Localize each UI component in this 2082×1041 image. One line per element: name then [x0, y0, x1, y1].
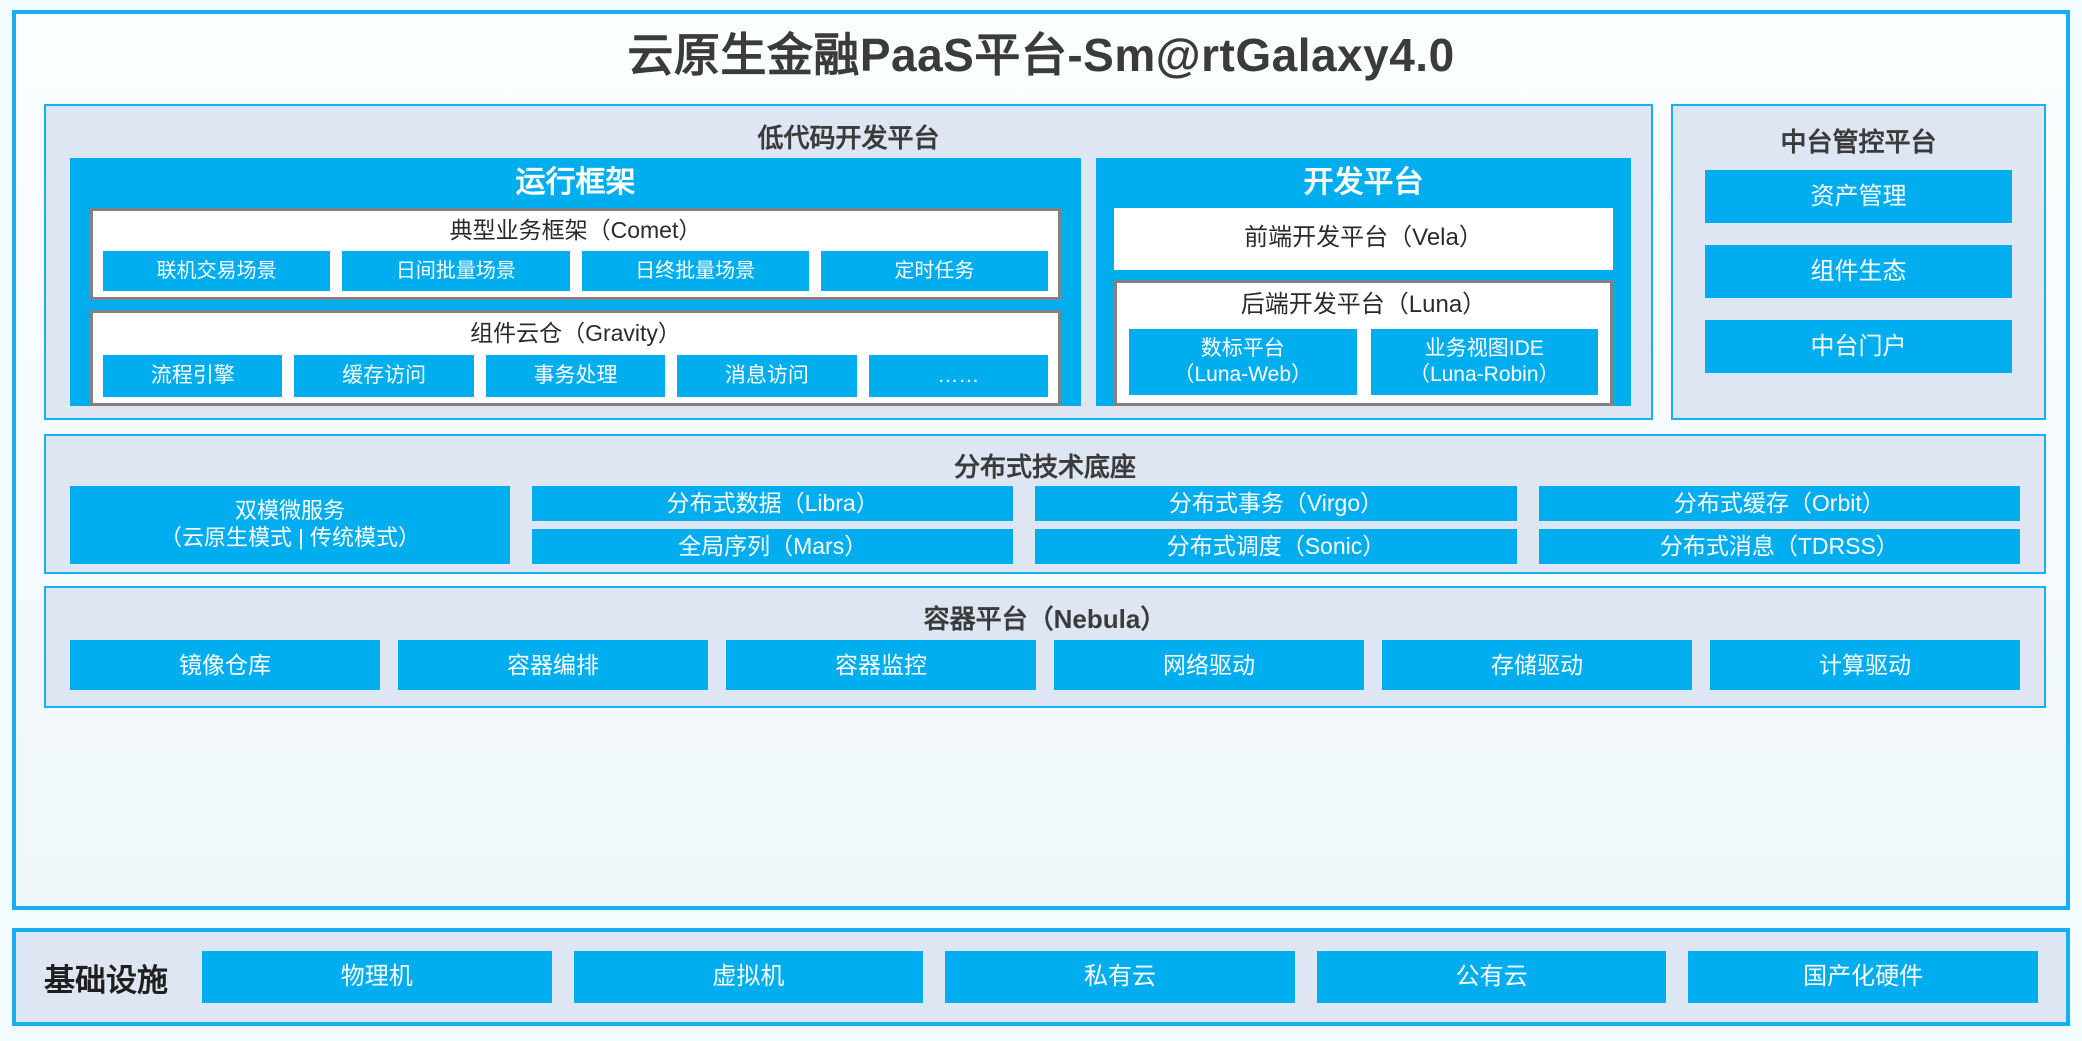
comet-item-eod-batch[interactable]: 日终批量场景 [581, 251, 809, 291]
distributed-column-2: 分布式事务（Virgo） 分布式调度（Sonic） [1035, 486, 1517, 564]
dist-item-libra[interactable]: 分布式数据（Libra） [532, 486, 1014, 521]
gravity-item-cache-access[interactable]: 缓存访问 [294, 355, 474, 397]
runtime-framework-title: 运行框架 [515, 166, 636, 199]
dist-item-mars[interactable]: 全局序列（Mars） [532, 529, 1014, 564]
gravity-title: 组件云仓（Gravity） [470, 320, 681, 346]
midoffice-item-asset-management[interactable]: 资产管理 [1705, 170, 2012, 223]
container-item-compute-driver[interactable]: 计算驱动 [1710, 640, 2020, 690]
container-item-network-driver[interactable]: 网络驱动 [1054, 640, 1364, 690]
container-item-orchestration[interactable]: 容器编排 [398, 640, 708, 690]
dist-item-orbit[interactable]: 分布式缓存（Orbit） [1538, 486, 2020, 521]
dual-mode-microservice-modes: （云原生模式 | 传统模式） [160, 525, 420, 550]
gravity-box: 组件云仓（Gravity） 流程引擎 缓存访问 事务处理 消息访问 …… [90, 310, 1061, 406]
container-item-image-registry[interactable]: 镜像仓库 [70, 640, 380, 690]
development-platform-title: 开发平台 [1303, 166, 1424, 199]
runtime-framework-card[interactable]: 运行框架 典型业务框架（Comet） 联机交易场景 日间批量场景 日终批量场景 … [70, 158, 1081, 406]
luna-item-data-standard-platform[interactable]: 数标平台 （Luna-Web） [1129, 329, 1357, 395]
infrastructure-items: 物理机 虚拟机 私有云 公有云 国产化硬件 [202, 951, 2038, 1003]
dual-mode-microservice-chip[interactable]: 双模微服务 （云原生模式 | 传统模式） [70, 486, 510, 564]
container-platform-items: 镜像仓库 容器编排 容器监控 网络驱动 存储驱动 计算驱动 [70, 640, 2020, 690]
lowcode-platform-panel: 低代码开发平台 运行框架 典型业务框架（Comet） 联机交易场景 日间批量场景… [44, 104, 1653, 420]
row-lowcode-midoffice: 低代码开发平台 运行框架 典型业务框架（Comet） 联机交易场景 日间批量场景… [44, 104, 2046, 420]
infra-item-physical-machine[interactable]: 物理机 [202, 951, 552, 1003]
page-title: 云原生金融PaaS平台-Sm@rtGalaxy4.0 [627, 29, 1455, 81]
gravity-items: 流程引擎 缓存访问 事务处理 消息访问 …… [103, 355, 1049, 397]
midoffice-platform-title: 中台管控平台 [1780, 127, 1937, 157]
luna-item-0-code: （Luna-Web） [1173, 363, 1312, 386]
dist-item-sonic[interactable]: 分布式调度（Sonic） [1035, 529, 1517, 564]
midoffice-items: 资产管理 组件生态 中台门户 [1705, 170, 2012, 373]
comet-item-intraday-batch[interactable]: 日间批量场景 [342, 251, 570, 291]
distributed-base-title: 分布式技术底座 [953, 452, 1136, 482]
platform-frame: 云原生金融PaaS平台-Sm@rtGalaxy4.0 低代码开发平台 运行框架 … [12, 10, 2070, 910]
gravity-item-process-engine[interactable]: 流程引擎 [103, 355, 283, 397]
infra-item-virtual-machine[interactable]: 虚拟机 [573, 951, 924, 1003]
lowcode-platform-body: 运行框架 典型业务框架（Comet） 联机交易场景 日间批量场景 日终批量场景 … [70, 158, 1631, 406]
comet-items: 联机交易场景 日间批量场景 日终批量场景 定时任务 [103, 251, 1048, 291]
container-platform-panel: 容器平台（Nebula） 镜像仓库 容器编排 容器监控 网络驱动 存储驱动 计算… [44, 586, 2046, 708]
distributed-base-body: 双模微服务 （云原生模式 | 传统模式） 分布式数据（Libra） 全局序列（M… [70, 486, 2020, 564]
comet-item-online-transaction[interactable]: 联机交易场景 [103, 251, 331, 291]
luna-item-0-name: 数标平台 [1200, 337, 1285, 361]
midoffice-item-portal[interactable]: 中台门户 [1705, 320, 2012, 373]
gravity-item-transaction-processing[interactable]: 事务处理 [485, 355, 666, 397]
container-item-monitoring[interactable]: 容器监控 [726, 640, 1036, 690]
comet-item-scheduled-task[interactable]: 定时任务 [820, 251, 1048, 291]
infrastructure-bar: 基础设施 物理机 虚拟机 私有云 公有云 国产化硬件 [12, 928, 2070, 1026]
luna-box: 后端开发平台（Luna） 数标平台 （Luna-Web） 业务视图IDE （Lu… [1114, 280, 1613, 406]
dist-item-virgo[interactable]: 分布式事务（Virgo） [1035, 486, 1517, 521]
comet-title: 典型业务框架（Comet） [449, 217, 702, 243]
distributed-column-1: 分布式数据（Libra） 全局序列（Mars） [532, 486, 1014, 564]
gravity-item-message-access[interactable]: 消息访问 [677, 355, 857, 397]
infrastructure-label: 基础设施 [44, 962, 168, 998]
dist-item-tdrss[interactable]: 分布式消息（TDRSS） [1538, 529, 2020, 564]
container-platform-title: 容器平台（Nebula） [923, 604, 1167, 634]
development-platform-card[interactable]: 开发平台 前端开发平台（Vela） 后端开发平台（Luna） 数标平台 （Lun… [1096, 158, 1631, 406]
comet-box: 典型业务框架（Comet） 联机交易场景 日间批量场景 日终批量场景 定时任务 [90, 208, 1061, 300]
luna-item-1-name: 业务视图IDE [1424, 337, 1544, 361]
gravity-item-ellipsis[interactable]: …… [868, 355, 1049, 397]
midoffice-item-component-ecosystem[interactable]: 组件生态 [1705, 245, 2012, 298]
vela-box[interactable]: 前端开发平台（Vela） [1114, 208, 1613, 270]
luna-item-business-view-ide[interactable]: 业务视图IDE （Luna-Robin） [1370, 329, 1598, 395]
luna-items: 数标平台 （Luna-Web） 业务视图IDE （Luna-Robin） [1129, 329, 1598, 395]
luna-item-1-code: （Luna-Robin） [1408, 363, 1560, 386]
lowcode-platform-title: 低代码开发平台 [757, 123, 940, 153]
container-item-storage-driver[interactable]: 存储驱动 [1382, 640, 1692, 690]
infra-item-domestic-hardware[interactable]: 国产化硬件 [1688, 951, 2038, 1003]
infra-item-public-cloud[interactable]: 公有云 [1316, 951, 1667, 1003]
midoffice-platform-panel: 中台管控平台 资产管理 组件生态 中台门户 [1671, 104, 2046, 420]
luna-title: 后端开发平台（Luna） [1240, 291, 1487, 318]
vela-title: 前端开发平台（Vela） [1244, 224, 1483, 251]
dual-mode-microservice-name: 双模微服务 [234, 498, 345, 524]
distributed-base-panel: 分布式技术底座 双模微服务 （云原生模式 | 传统模式） 分布式数据（Libra… [44, 434, 2046, 574]
distributed-column-3: 分布式缓存（Orbit） 分布式消息（TDRSS） [1538, 486, 2020, 564]
infra-item-private-cloud[interactable]: 私有云 [945, 951, 1295, 1003]
